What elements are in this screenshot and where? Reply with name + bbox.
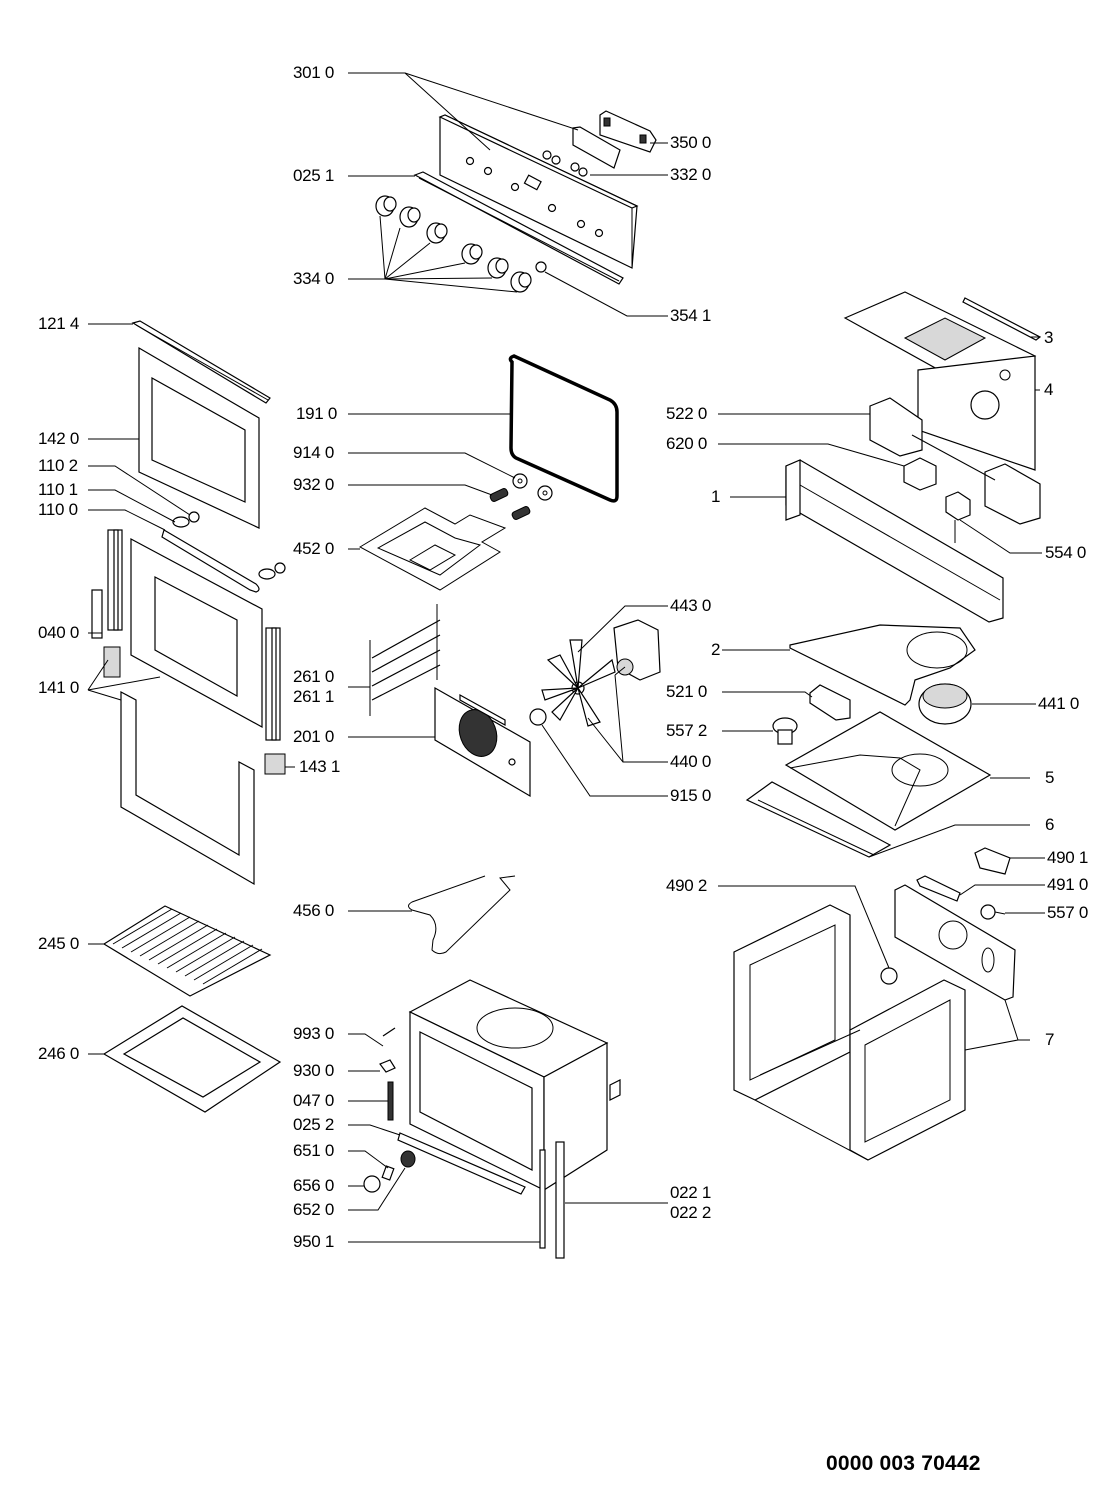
fan-motor-drawing — [613, 619, 661, 681]
callout-261-0: 261 0 — [293, 667, 335, 686]
callout-950-1: 950 1 — [293, 1232, 335, 1251]
handle-washers-drawing — [172, 511, 286, 580]
door-handle-drawing — [161, 529, 260, 593]
cable-clamp-drawing — [974, 847, 1011, 875]
callout-651-0: 651 0 — [293, 1141, 335, 1160]
callout-620-0: 620 0 — [666, 434, 708, 453]
callout-025-2: 025 2 — [293, 1115, 335, 1134]
callout-554-0: 554 0 — [1045, 543, 1087, 562]
callout-201-0: 201 0 — [293, 727, 335, 746]
oven-cavity-drawing — [408, 979, 621, 1192]
callout-656-0: 656 0 — [293, 1176, 335, 1195]
door-inner-frame-drawing — [120, 691, 255, 886]
callout-443-0: 443 0 — [670, 596, 712, 615]
baking-tray-drawing — [102, 1005, 282, 1113]
callout-452-0: 452 0 — [293, 539, 335, 558]
callout-521-0: 521 0 — [666, 682, 708, 701]
callout-441-0: 441 0 — [1038, 694, 1080, 713]
callout-110-2: 110 2 — [38, 456, 78, 475]
bottom-element-drawing — [408, 875, 516, 955]
callout-490-2: 490 2 — [666, 876, 708, 895]
control-knobs-drawing — [375, 195, 547, 293]
callout-6: 6 — [1045, 815, 1055, 834]
fascia-trim-strip-drawing — [413, 171, 624, 285]
callout-350-0: 350 0 — [670, 133, 712, 152]
callout-142-0: 142 0 — [38, 429, 80, 448]
rear-panel-drawing — [894, 884, 1016, 1001]
callout-040-0: 040 0 — [38, 623, 80, 642]
front-deflector-drawing — [745, 781, 892, 858]
callout-245-0: 245 0 — [38, 934, 80, 953]
callout-110-0: 110 0 — [38, 500, 78, 519]
leader-lines — [87, 72, 1045, 1243]
fan-cover-back-panel-drawing — [434, 686, 531, 798]
callout-456-0: 456 0 — [293, 901, 335, 920]
cooling-fan-drawing — [918, 683, 972, 725]
mains-terminal-block-drawing — [916, 875, 961, 902]
wire-shelf-drawing — [102, 905, 272, 997]
callout-557-0: 557 0 — [1047, 903, 1089, 922]
top-grill-element-drawing — [358, 507, 507, 591]
callout-332-0: 332 0 — [670, 165, 712, 184]
callout-354-1: 354 1 — [670, 306, 712, 325]
callout-143-1: 143 1 — [299, 757, 341, 776]
control-panel-fascia-drawing — [438, 114, 639, 269]
callout-914-0: 914 0 — [293, 443, 335, 462]
callout-022-2: 022 2 — [670, 1203, 712, 1222]
callout-557-2: 557 2 — [666, 721, 708, 740]
callout-652-0: 652 0 — [293, 1200, 335, 1219]
inner-door-glass-drawing — [130, 537, 263, 729]
rear-top-panel-drawing — [843, 291, 1042, 471]
door-hinge-drawing — [91, 529, 123, 678]
programmer-timer-module-drawing — [599, 110, 657, 153]
callout-522-0: 522 0 — [666, 404, 708, 423]
callout-334-0: 334 0 — [293, 269, 335, 288]
callout-110-1: 110 1 — [38, 480, 78, 499]
safety-thermostat-drawing — [772, 717, 798, 745]
door-hinge-right-drawing — [264, 627, 286, 775]
callout-121-4: 121 4 — [38, 314, 80, 333]
callout-932-0: 932 0 — [293, 475, 335, 494]
small-fixings-drawing — [363, 1027, 565, 1259]
callout-191-0: 191 0 — [296, 404, 338, 423]
callout-440-0: 440 0 — [670, 752, 712, 771]
callout-915-0: 915 0 — [670, 786, 712, 805]
document-number: 0000 003 70442 — [826, 1452, 981, 1475]
selector-switch-drawing — [869, 397, 1041, 543]
callout-5: 5 — [1045, 768, 1055, 787]
callout-490-1: 490 1 — [1047, 848, 1089, 867]
cabinet-top-drawing — [784, 711, 992, 831]
callout-491-0: 491 0 — [1047, 875, 1089, 894]
callout-4: 4 — [1044, 380, 1054, 399]
callout-022-1: 022 1 — [670, 1183, 712, 1202]
callout-047-0: 047 0 — [293, 1091, 335, 1110]
fan-blade-drawing — [541, 639, 616, 727]
callout-2: 2 — [711, 640, 721, 659]
door-seal-gasket-drawing — [508, 354, 619, 503]
outer-casing-drawing — [733, 904, 966, 1161]
shelf-support-drawing — [369, 604, 441, 716]
callout-993-0: 993 0 — [293, 1024, 335, 1043]
cable-grommet-drawing — [880, 967, 898, 985]
callout-3: 3 — [1044, 328, 1054, 347]
callout-246-0: 246 0 — [38, 1044, 80, 1063]
callout-261-1: 261 1 — [293, 687, 335, 706]
fan-nut-drawing — [529, 708, 547, 726]
callout-301-0: 301 0 — [293, 63, 335, 82]
callout-930-0: 930 0 — [293, 1061, 335, 1080]
element-nuts-springs-drawing — [489, 473, 553, 520]
thermal-cutout-drawing — [980, 904, 1006, 920]
callout-141-0: 141 0 — [38, 678, 80, 697]
callout-1: 1 — [711, 487, 721, 506]
callout-025-1: 025 1 — [293, 166, 335, 185]
callout-7: 7 — [1045, 1030, 1055, 1049]
top-cover-duct-drawing — [789, 624, 976, 706]
outer-door-glass-drawing — [138, 346, 260, 529]
control-panel-frame-drawing — [785, 459, 1004, 623]
thermostat-drawing — [809, 684, 851, 721]
door-top-profile-drawing — [131, 320, 271, 404]
push-button-set-drawing — [542, 126, 621, 177]
